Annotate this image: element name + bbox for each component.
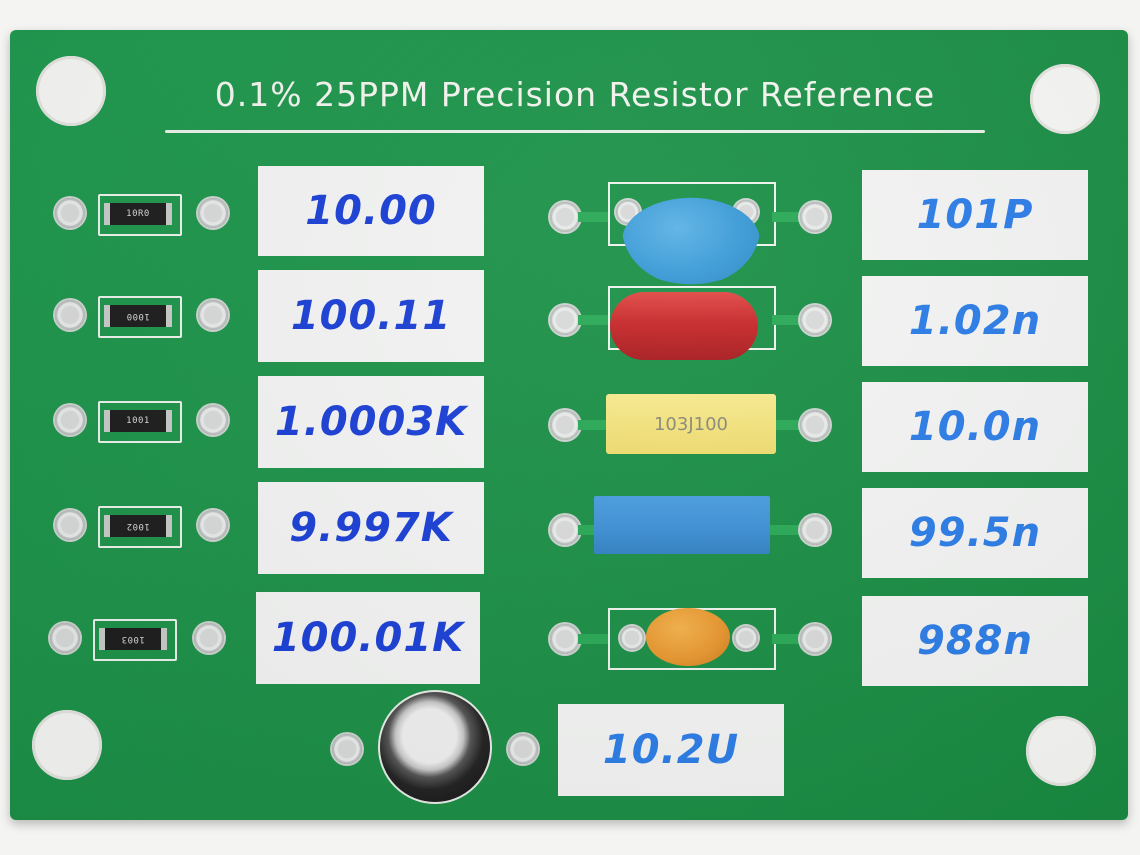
capacitor-pad (620, 626, 644, 650)
smd-resistor-5: 1003 (99, 628, 167, 650)
electrolytic-pad (332, 734, 362, 764)
resistor-pad (55, 405, 85, 435)
resistor-pad (50, 623, 80, 653)
capacitor-pad (550, 410, 580, 440)
resistor-outline (93, 619, 177, 661)
capacitor-pad (550, 515, 580, 545)
trace (772, 212, 802, 222)
capacitor-pad (800, 305, 830, 335)
title-underline (165, 130, 985, 133)
smd-resistor-2: 1000 (104, 305, 172, 327)
trace (770, 525, 802, 535)
blue-box-capacitor (594, 496, 770, 554)
mounting-hole-top-right (1030, 64, 1100, 134)
electrolytic-pad (508, 734, 538, 764)
capacitor-value-label-2: 1.02n (862, 276, 1088, 366)
capacitor-value-label-5: 988n (862, 596, 1088, 686)
capacitor-pad (550, 624, 580, 654)
resistor-pad (55, 198, 85, 228)
resistor-outline (98, 296, 182, 338)
resistor-value-label-4: 9.997K (258, 482, 484, 574)
resistor-pad (198, 405, 228, 435)
capacitor-pad (800, 410, 830, 440)
resistor-pad (198, 510, 228, 540)
trace (776, 420, 802, 430)
trace (578, 420, 608, 430)
tantalum-capacitor (646, 608, 730, 666)
capacitor-value-label-4: 99.5n (862, 488, 1088, 578)
mounting-hole-bottom-right (1026, 716, 1096, 786)
capacitor-value-label-3: 10.0n (862, 382, 1088, 472)
resistor-pad (55, 300, 85, 330)
resistor-outline (98, 194, 182, 236)
capacitor-pad (734, 626, 758, 650)
trace (578, 315, 608, 325)
pcb-board: 0.1% 25PPM Precision Resistor Reference … (10, 30, 1128, 820)
ceramic-disc-capacitor (622, 197, 760, 285)
electrolytic-capacitor (378, 690, 492, 804)
yellow-box-capacitor: 103J100 (606, 394, 776, 454)
trace (772, 634, 802, 644)
mounting-hole-bottom-left (32, 710, 102, 780)
resistor-pad (55, 510, 85, 540)
red-film-capacitor (610, 292, 758, 360)
resistor-outline (98, 506, 182, 548)
trace (578, 525, 608, 535)
resistor-value-label-2: 100.11 (258, 270, 484, 362)
capacitor-pad (550, 202, 580, 232)
resistor-outline (98, 401, 182, 443)
capacitor-value-label-1: 101P (862, 170, 1088, 260)
board-title: 0.1% 25PPM Precision Resistor Reference (214, 75, 936, 114)
capacitor-pad (550, 305, 580, 335)
trace (578, 212, 608, 222)
smd-resistor-4: 1002 (104, 515, 172, 537)
capacitor-pad (800, 202, 830, 232)
capacitor-pad (800, 624, 830, 654)
resistor-value-label-5: 100.01K (256, 592, 480, 684)
smd-resistor-3: 1001 (104, 410, 172, 432)
resistor-pad (198, 198, 228, 228)
resistor-pad (198, 300, 228, 330)
resistor-value-label-3: 1.0003K (258, 376, 484, 468)
trace (578, 634, 608, 644)
mounting-hole-top-left (36, 56, 106, 126)
electrolytic-value-label: 10.2U (558, 704, 784, 796)
capacitor-pad (800, 515, 830, 545)
resistor-pad (194, 623, 224, 653)
trace (772, 315, 802, 325)
smd-resistor-1: 10R0 (104, 203, 172, 225)
resistor-value-label-1: 10.00 (258, 166, 484, 256)
